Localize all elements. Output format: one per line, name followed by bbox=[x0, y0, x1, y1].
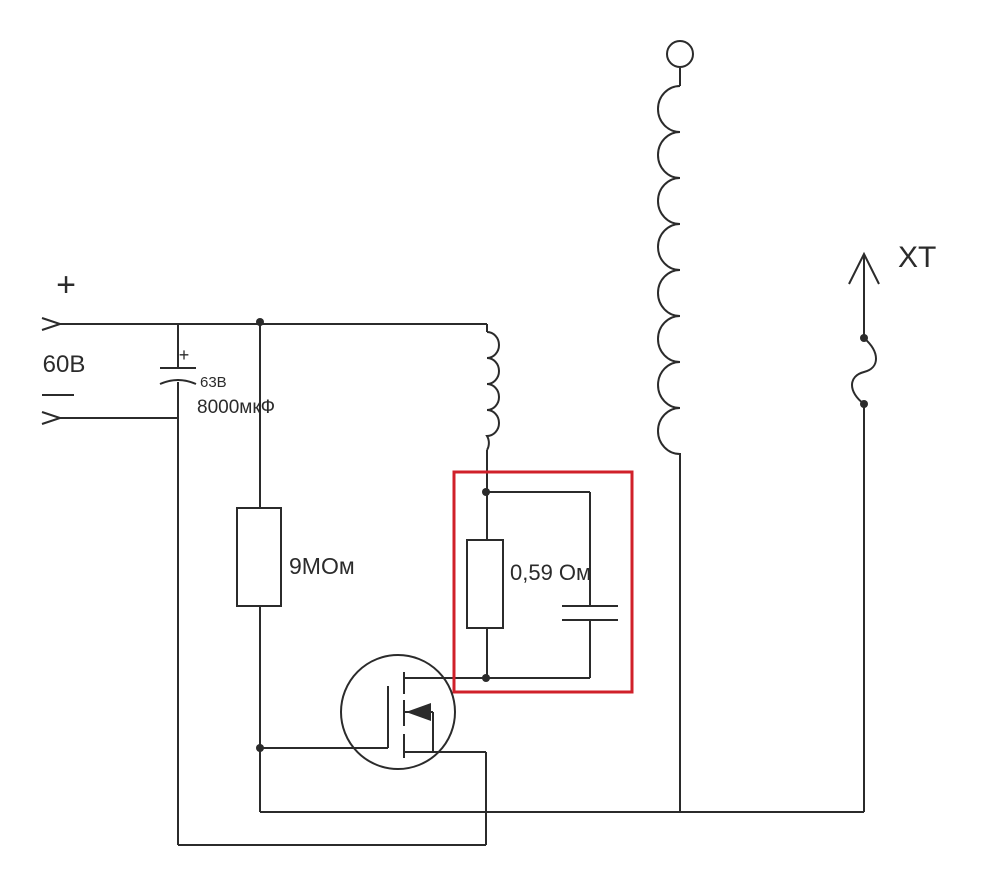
primary-coil bbox=[485, 331, 500, 451]
highlight-box bbox=[452, 470, 634, 694]
capacitor-voltage-label: 63В bbox=[200, 374, 227, 391]
mosfet-transistor bbox=[340, 654, 456, 770]
plus-label: + bbox=[56, 266, 76, 304]
secondary-coil bbox=[657, 85, 681, 458]
high-voltage-terminal bbox=[666, 40, 694, 68]
gate-resistor bbox=[236, 507, 282, 607]
sense-resistor-label: 0,59 Ом bbox=[510, 560, 591, 585]
output-label: XT bbox=[898, 241, 936, 274]
snubber-capacitor bbox=[562, 605, 618, 621]
capacitor-plus-label: + bbox=[179, 345, 190, 365]
sense-resistor bbox=[466, 539, 504, 629]
fuse bbox=[851, 337, 877, 405]
input-terminal-negative bbox=[41, 411, 64, 425]
capacitor-capacitance-label: 8000мкФ bbox=[197, 397, 275, 418]
wires bbox=[60, 68, 880, 846]
gate-resistor-label: 9МОм bbox=[289, 553, 355, 579]
voltage-label: 60В bbox=[43, 351, 86, 378]
electrolytic-capacitor bbox=[159, 367, 197, 385]
input-terminal-positive bbox=[41, 317, 64, 331]
